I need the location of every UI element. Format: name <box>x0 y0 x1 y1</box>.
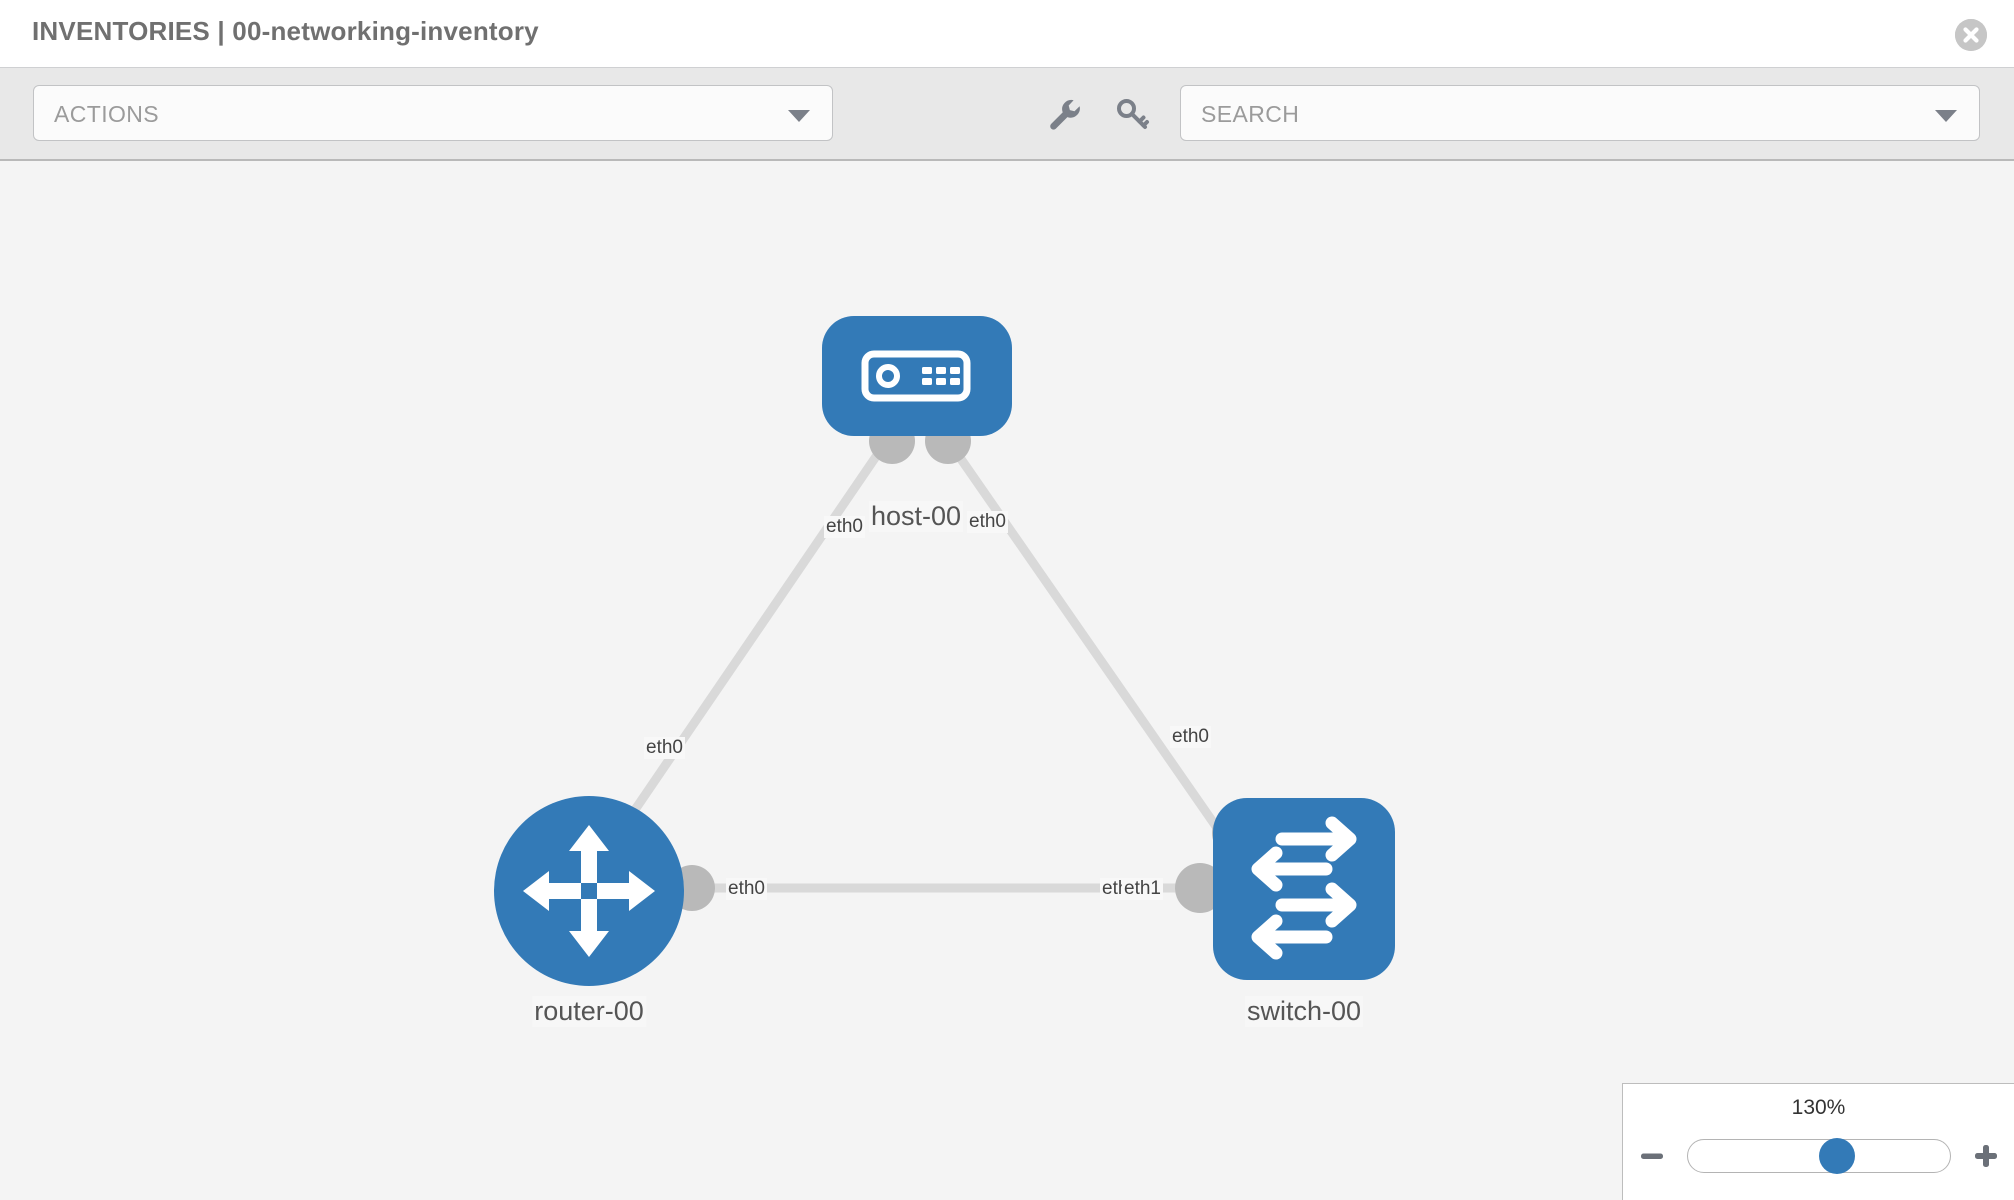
chevron-down-icon <box>1935 110 1957 122</box>
search-input[interactable]: SEARCH <box>1180 85 1980 141</box>
page-header: INVENTORIES | 00-networking-inventory <box>0 0 2014 68</box>
zoom-control-panel: 130% <box>1622 1083 2014 1200</box>
iface-label: eth0 <box>644 737 685 759</box>
key-icon[interactable] <box>1108 90 1156 138</box>
iface-label: eth0 <box>726 878 767 900</box>
wrench-icon[interactable] <box>1040 90 1088 138</box>
port-switch00-west <box>1175 863 1225 913</box>
iface-label: eth0 <box>1170 726 1211 748</box>
zoom-in-button[interactable] <box>1969 1139 2003 1173</box>
node-label-switch-00: switch-00 <box>1244 996 1364 1027</box>
search-placeholder: SEARCH <box>1201 101 1300 127</box>
zoom-slider-thumb[interactable] <box>1819 1138 1856 1174</box>
node-switch-00 <box>1213 798 1395 980</box>
zoom-slider[interactable] <box>1687 1138 1951 1174</box>
topology-canvas[interactable]: eth0 eth0 eth0 eth0 eth0 eth0 eth1 host-… <box>0 161 2014 1200</box>
node-router-00 <box>494 796 684 986</box>
zoom-out-button[interactable] <box>1635 1139 1669 1173</box>
topology-ports <box>669 418 1262 913</box>
iface-label: eth0 <box>967 511 1008 533</box>
node-label-host-00: host-00 <box>868 501 964 532</box>
node-label-router-00: router-00 <box>532 996 646 1027</box>
actions-dropdown[interactable]: ACTIONS <box>33 85 833 141</box>
close-icon[interactable] <box>1955 19 1987 51</box>
iface-label: eth1 <box>1122 878 1163 900</box>
zoom-level-value: 130% <box>1791 1096 1846 1119</box>
node-host-00 <box>822 316 1012 436</box>
edge-host00-router00 <box>596 433 894 864</box>
edge-host00-switch00 <box>941 433 1244 864</box>
actions-dropdown-label: ACTIONS <box>54 101 160 127</box>
chevron-down-icon <box>788 110 810 122</box>
iface-label: eth0 <box>824 516 865 538</box>
page-title: INVENTORIES | 00-networking-inventory <box>32 16 539 46</box>
